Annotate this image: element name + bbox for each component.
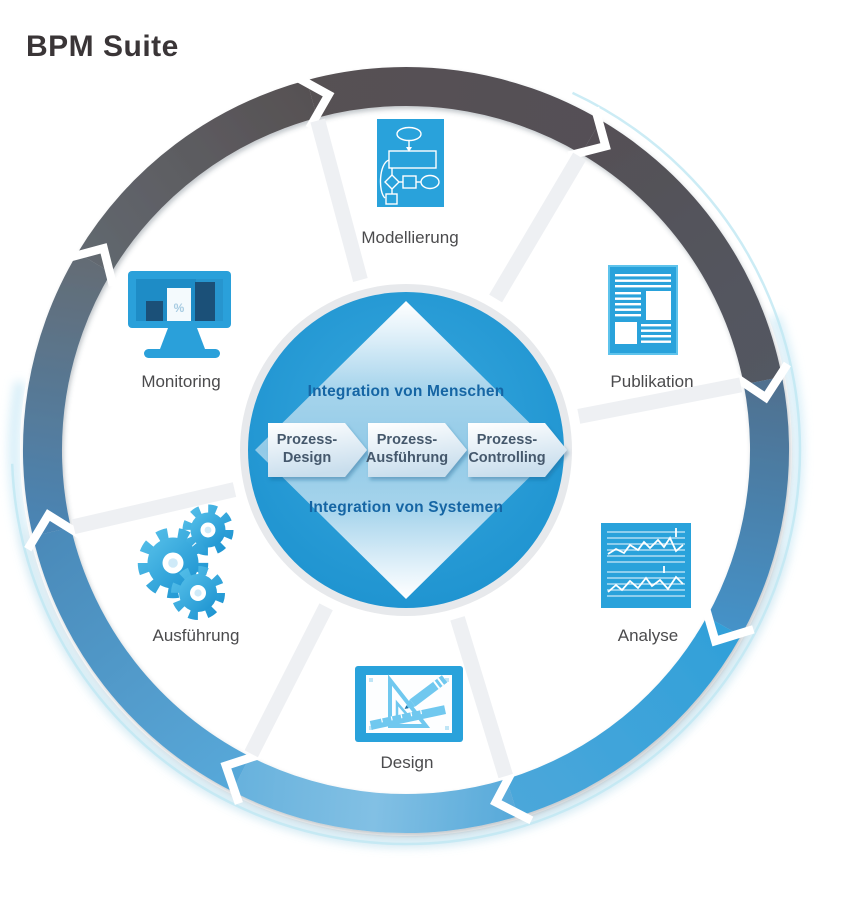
process-step-line2: Controlling [468, 450, 545, 466]
process-step-line1: Prozess- [377, 432, 438, 448]
process-step-ausfuehrung: Prozess- Ausführung [366, 423, 467, 477]
integration-menschen-label: Integration von Menschen [308, 383, 505, 400]
station-label-monitoring: Monitoring [141, 372, 220, 391]
ring-segment-2 [581, 120, 782, 385]
station-label-analyse: Analyse [618, 626, 678, 645]
news-document-icon [608, 265, 678, 355]
ring-gap-chevron [63, 243, 118, 287]
ring-gap-chevron [700, 602, 755, 647]
ring-segment-6 [32, 527, 250, 792]
process-step-arrows: Prozess- Controlling Prozess- Ausführung… [268, 423, 567, 477]
ring-segment-0 [77, 80, 317, 273]
cyan-edge-line [10, 91, 802, 846]
page-title: BPM Suite [26, 30, 179, 63]
process-arrow-shape [368, 423, 467, 477]
process-step-line1: Prozess- [277, 432, 338, 448]
pencil [404, 675, 448, 709]
ruler [369, 705, 447, 730]
station-label-publikation: Publikation [610, 372, 693, 391]
process-step-controlling: Prozess- Controlling [468, 423, 567, 477]
percent-label: % [174, 301, 185, 315]
line-chart-icon [601, 523, 691, 608]
gear-small-top [182, 504, 234, 556]
process-step-line1: Prozess- [477, 432, 538, 448]
process-step-design: Prozess- Design [268, 423, 367, 477]
sector-divider [489, 152, 587, 303]
ring-segment-5 [232, 756, 518, 834]
integration-systemen-label: Integration von Systemen [309, 499, 503, 516]
station-label-design: Design [381, 753, 434, 772]
sector-divider [72, 482, 237, 535]
sector-divider [577, 377, 743, 424]
ring-gap-chevron [567, 106, 611, 160]
ring-gap-chevron [731, 361, 791, 404]
sector-divider [310, 118, 368, 282]
drafting-tools-icon [355, 666, 463, 742]
sector-dividers [72, 118, 743, 779]
ring-segment-7 [22, 252, 112, 537]
station-label-ausfuehrung: Ausführung [153, 626, 240, 645]
process-arrow-shape [468, 423, 567, 477]
monitor-chart-icon: % [128, 271, 231, 358]
sector-divider [450, 616, 513, 779]
station-label-modellierung: Modellierung [361, 228, 458, 247]
ring-gap-chevron [220, 749, 264, 805]
ring-gap-chevron [490, 766, 534, 825]
gear-small-bottom [171, 566, 225, 620]
ring-gap-chevron [24, 509, 84, 552]
cyan-glow-arc [9, 314, 803, 847]
ring-segment-3 [706, 376, 790, 636]
gears-icon [137, 504, 234, 620]
process-step-line2: Ausführung [366, 450, 448, 466]
outer-glow [9, 91, 803, 847]
ring-segment-4 [506, 616, 741, 817]
ring-gap-chevron [291, 71, 335, 131]
ring-segment-1 [306, 67, 601, 154]
process-arrow-shape [268, 423, 367, 477]
sector-divider [244, 603, 333, 758]
process-step-line2: Design [283, 450, 331, 466]
outer-ring [22, 67, 791, 834]
flowchart-icon [377, 119, 444, 207]
